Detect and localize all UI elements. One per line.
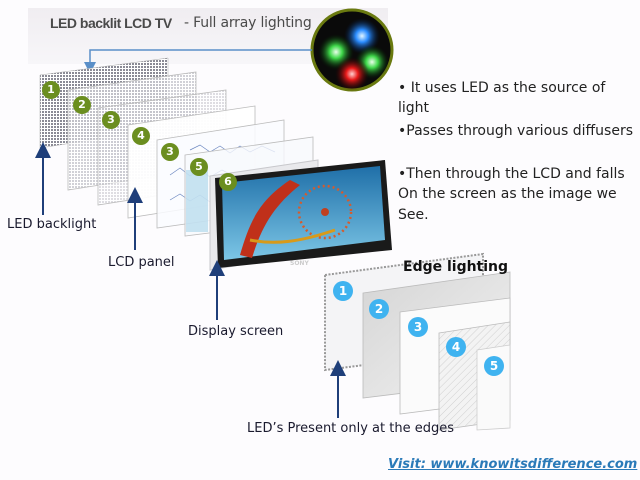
connector-arrow: [84, 49, 312, 74]
edge-layer-badge: 5: [484, 356, 504, 376]
tv-brand-logo: SONY: [290, 260, 309, 267]
layer-badge: 2: [73, 96, 91, 114]
led-backlight-label: LED backlight: [7, 217, 97, 232]
layer-badge: 1: [42, 81, 60, 99]
layer-badge: 3: [161, 143, 179, 161]
edge-layer-badge: 4: [446, 337, 466, 357]
edge-layer-badge: 2: [369, 299, 389, 319]
display-screen-label: Display screen: [188, 324, 284, 339]
red-led: [335, 57, 369, 91]
edge-led-label: LED’s Present only at the edges: [247, 421, 454, 436]
bullet-diffusers: •Passes through various diffusers: [398, 123, 633, 139]
diagram-subtitle: - Full array lighting: [184, 15, 312, 31]
layer-badge: 4: [132, 127, 150, 145]
edge-layer-badge: 3: [408, 317, 428, 337]
diagram-title: LED backlit LCD TV: [50, 15, 172, 31]
bullet-lcd-line-2: On the screen as the image we: [398, 186, 617, 202]
website-link[interactable]: Visit: www.knowitsdifference.com: [388, 457, 638, 472]
layer-badge: 3: [102, 111, 120, 129]
lcd-panel-label: LCD panel: [108, 255, 175, 270]
edge-lighting-title: Edge lighting: [403, 259, 509, 275]
bullet-lcd-line-1: •Then through the LCD and falls: [398, 166, 625, 182]
layer-badge: 5: [190, 158, 208, 176]
bullet-led-source: • It uses LED as the source of light: [398, 80, 606, 116]
layer-6-tv-display: SONY: [209, 159, 392, 271]
layer-badge: 6: [219, 173, 237, 191]
edge-layer-badge: 1: [333, 281, 353, 301]
blue-led: [344, 18, 380, 54]
bullet-lcd-line-3: See.: [398, 207, 429, 223]
rgb-led-closeup-image: [310, 8, 394, 92]
